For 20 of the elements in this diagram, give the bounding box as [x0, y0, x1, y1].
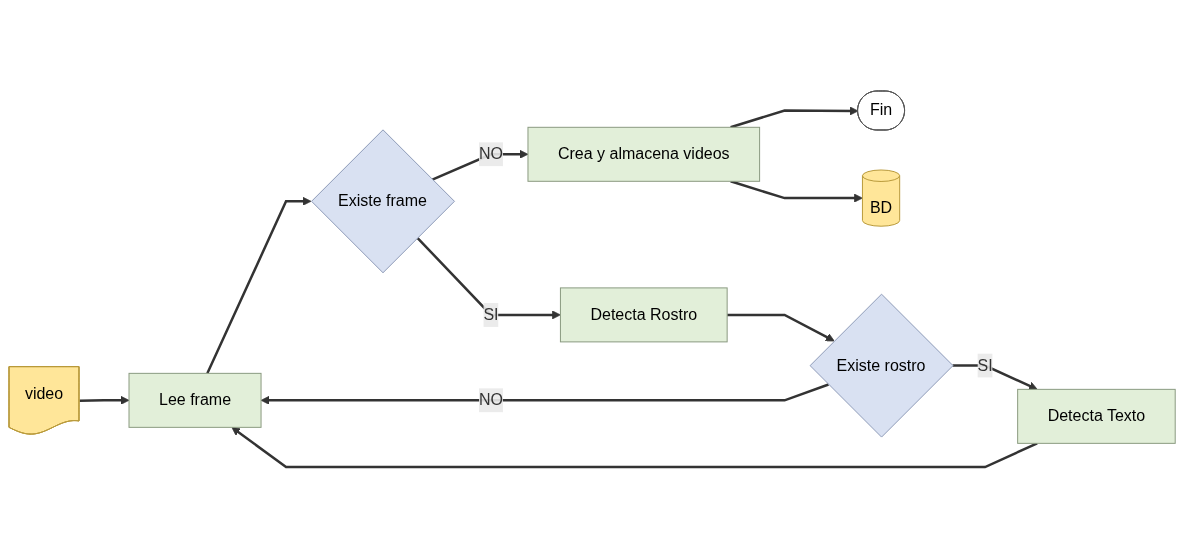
- arrow: [416, 236, 562, 320]
- node-diamond: Existe frame: [311, 129, 456, 274]
- arrow: [432, 149, 529, 181]
- arrow: [206, 196, 312, 374]
- arrow: [952, 364, 1038, 390]
- node-diamond: Existe rostro: [810, 293, 954, 438]
- node-box: Detecta Rostro: [560, 287, 729, 343]
- arrow: [730, 106, 859, 129]
- edge-label: NO: [479, 391, 504, 409]
- node-box: Crea y almacena videos: [527, 126, 761, 182]
- edge-label: NO: [479, 145, 504, 163]
- arrow: [261, 383, 830, 405]
- arrow: [727, 313, 836, 342]
- arrow: [730, 180, 864, 203]
- arrow: [231, 426, 1039, 469]
- arrow: [79, 395, 130, 405]
- node-box: Detecta Texto: [1017, 388, 1177, 444]
- edge-label: SI: [977, 356, 994, 374]
- node-box: Lee frame: [128, 372, 262, 428]
- edge-label: SI: [483, 305, 499, 323]
